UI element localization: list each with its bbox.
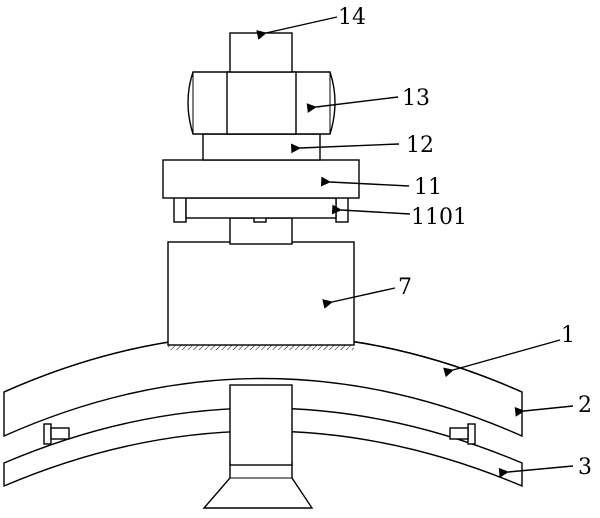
collar-12 [202,133,321,161]
label-7: 7 [398,275,412,300]
label-13: 13 [402,86,430,111]
left-bolt [43,423,70,445]
bolt-14 [229,32,293,73]
label-1101: 1101 [411,205,467,230]
suction-cup [202,461,314,509]
label-12: 12 [406,133,434,158]
flange-11 [162,159,360,199]
label-1: 1 [561,323,575,348]
center-rod [229,384,293,466]
label-14: 14 [338,5,366,30]
block-7 [167,241,355,346]
leader-lines [256,16,574,478]
label-11: 11 [414,175,442,200]
right-bolt [449,423,476,445]
label-2: 2 [578,393,592,418]
label-3: 3 [578,455,592,480]
hex-nut-13 [187,71,336,135]
curved-plate-3 [3,407,523,488]
flange-legs-1101 [173,195,349,223]
